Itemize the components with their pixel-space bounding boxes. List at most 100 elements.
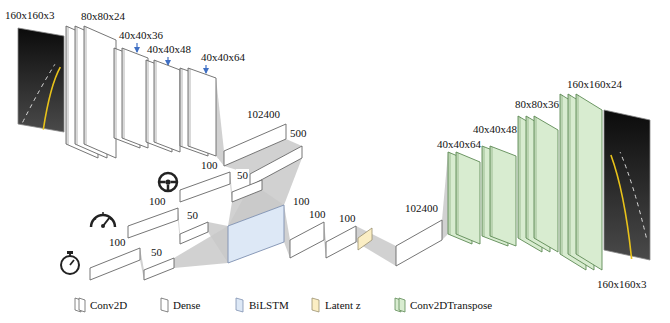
dimension-label: 40x40x64 — [436, 138, 482, 150]
layer-shape — [114, 48, 148, 148]
legend-conv2d-sample — [79, 298, 85, 312]
legend-latent-sample — [312, 298, 319, 312]
layer-slab — [90, 248, 140, 280]
slab-thickness — [526, 116, 529, 239]
data-flow-band — [442, 152, 448, 240]
feature-map-slab — [84, 26, 116, 158]
layer-shape — [518, 116, 558, 252]
leader-arrow — [167, 57, 168, 65]
slab-thickness — [534, 116, 537, 239]
layer-slab — [232, 180, 262, 202]
layer-shape — [228, 205, 284, 263]
dense-layer: 100 — [128, 208, 178, 238]
slab-thickness — [456, 152, 459, 235]
layer-shape — [90, 248, 140, 280]
latent-z-block — [358, 228, 372, 250]
layer-shape — [250, 146, 302, 186]
stopwatch-hand — [70, 254, 74, 265]
layer-shape — [128, 208, 178, 238]
layer-slab — [228, 205, 284, 263]
slab-thickness — [188, 68, 191, 147]
lane-dashes — [620, 152, 646, 238]
slab-thickness — [122, 48, 125, 139]
slab-thickness — [180, 68, 183, 147]
dense-layer: 100 — [90, 248, 140, 280]
lane-line — [611, 155, 632, 259]
layer-slab — [250, 146, 302, 186]
dense-layer: 100 — [290, 222, 324, 258]
lane-dashes — [23, 64, 55, 122]
conv2d-layer: 80x80x24 — [66, 26, 116, 158]
dense-layer: 50 — [144, 258, 174, 280]
layer-slab — [128, 208, 178, 238]
output-image: 160x160x3 — [604, 110, 650, 260]
layer-shape — [560, 94, 602, 270]
conv2dtranspose-layer: 80x80x36 — [518, 116, 558, 252]
conv2dtranspose-layer: 40x40x64 — [448, 152, 480, 244]
layer-shape — [144, 258, 174, 280]
legend-dense-sample — [161, 298, 168, 312]
dimension-label: 40x40x64 — [200, 51, 246, 63]
dimension-label: 50 — [150, 246, 163, 258]
dense-layer: 102400 — [396, 220, 442, 266]
layer-shape — [180, 222, 208, 244]
dense-layer: 100 — [326, 226, 356, 258]
dimension-label: 102400 — [246, 108, 281, 120]
steering-wheel-spokes — [159, 182, 177, 191]
dense-layer: 50 — [232, 180, 262, 202]
layer-shape — [66, 26, 116, 158]
dimension-label: 50 — [236, 169, 249, 181]
slab-thickness — [146, 60, 149, 143]
legend-label: BiLSTM — [249, 299, 289, 311]
stopwatch-button — [67, 251, 73, 254]
legend-bilstm-sample — [236, 298, 243, 312]
layer-slab — [144, 258, 174, 280]
speedometer-icon — [91, 215, 115, 227]
slab-thickness — [114, 48, 117, 139]
layer-shape — [448, 152, 480, 244]
layer-shape — [396, 220, 442, 266]
layer-slab — [180, 172, 230, 202]
road-image — [604, 110, 650, 260]
layer-shape — [326, 226, 356, 258]
speedometer-pivot — [101, 224, 105, 228]
layer-slab — [180, 222, 208, 244]
feature-map-slab — [490, 146, 516, 246]
feature-map-slab — [576, 94, 602, 270]
slab-thickness — [66, 26, 69, 145]
layer-shape — [604, 110, 650, 260]
layer-shape — [180, 172, 230, 202]
dense-layer: 100 — [180, 172, 230, 202]
lane-line — [43, 67, 60, 129]
slab-thickness — [560, 94, 563, 255]
slab-thickness — [154, 60, 157, 143]
dimension-label: 40x40x48 — [472, 123, 518, 135]
slab-thickness — [84, 26, 87, 145]
dimension-label: 500 — [289, 127, 308, 139]
steering-wheel-hub — [165, 179, 170, 184]
data-flow-band — [284, 205, 290, 258]
slab-thickness — [448, 152, 451, 235]
dimension-label: 100 — [108, 236, 127, 248]
layer-shape — [482, 146, 516, 246]
legend-label: Conv2DTranspose — [410, 299, 492, 311]
layer-shape — [18, 28, 64, 132]
slab-thickness — [518, 116, 521, 239]
layer-slab — [290, 222, 324, 258]
layer-slab — [326, 226, 356, 258]
steering-wheel-icon — [159, 173, 177, 191]
layer-slab — [396, 220, 442, 266]
data-flow-band — [216, 78, 224, 166]
legend-label: Conv2D — [90, 299, 127, 311]
feature-map-slab — [456, 152, 480, 244]
feature-map-slab — [122, 48, 148, 148]
dimension-label: 100 — [308, 208, 327, 220]
layer-shape — [180, 68, 216, 156]
dimension-label: 100 — [148, 195, 167, 207]
slab-thickness — [568, 94, 571, 255]
conv2d-layer: 40x40x48 — [146, 60, 180, 152]
slab-thickness — [576, 94, 579, 255]
dimension-label: 100 — [200, 159, 219, 171]
dimension-label: 100 — [292, 195, 311, 207]
